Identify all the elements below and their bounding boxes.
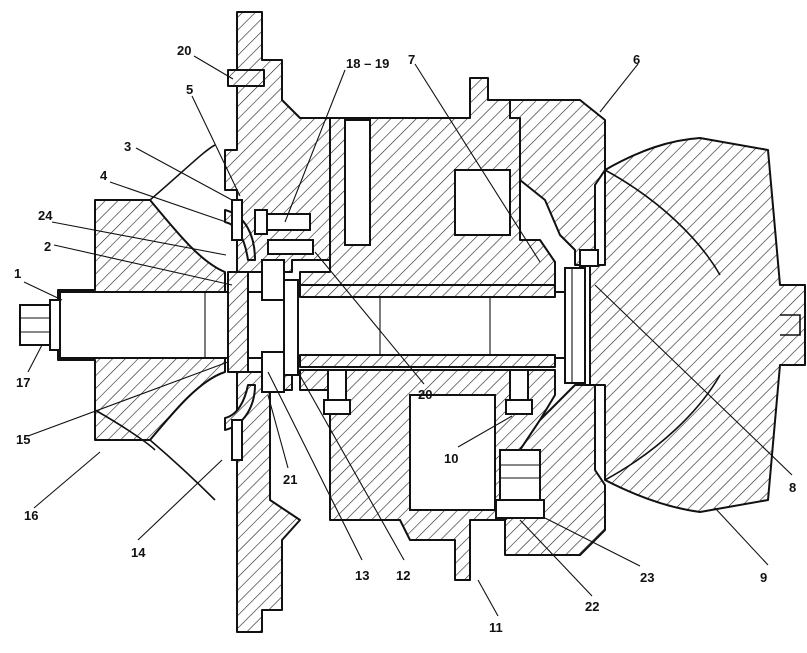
callout-13: 13 — [355, 568, 369, 583]
callout-20-top: 20 — [177, 43, 191, 58]
leader-c10 — [457, 415, 513, 448]
callout-17: 17 — [16, 375, 30, 390]
callout-4: 4 — [100, 168, 108, 183]
bearing-housing-cavity — [454, 169, 511, 236]
thrust-bearing-lower — [261, 351, 285, 393]
turbine-housing-upper — [487, 99, 606, 266]
callout-16: 16 — [24, 508, 38, 523]
leader-c16 — [33, 451, 101, 509]
thrust-bolt-head — [254, 209, 268, 235]
callout-7: 7 — [408, 52, 415, 67]
compressor-back-plate-lower — [236, 371, 301, 633]
bearing-housing-oil-gallery — [344, 119, 371, 246]
leader-c13 — [267, 371, 363, 561]
turbine-piston-ring — [564, 267, 586, 384]
leader-c20b — [314, 251, 425, 385]
leader-c9 — [714, 507, 769, 566]
leader-c6 — [599, 63, 639, 113]
leader-c4 — [109, 181, 227, 223]
shaft-nut — [19, 304, 51, 346]
leader-c2 — [53, 244, 233, 286]
leader-c22 — [519, 519, 593, 597]
journal-bearing-lower — [299, 354, 556, 368]
callout-2: 2 — [44, 239, 51, 254]
callout-24: 24 — [38, 208, 53, 223]
callout-3: 3 — [124, 139, 131, 154]
leader-c15 — [27, 361, 229, 437]
callout-9: 9 — [760, 570, 767, 585]
callout-21: 21 — [283, 472, 297, 487]
callout-23: 23 — [640, 570, 654, 585]
shaft-washer — [49, 299, 61, 351]
clamp-bolt-top — [227, 69, 265, 87]
heat-shield-clip — [579, 249, 599, 267]
compressor-blade-upper — [149, 144, 216, 201]
leader-c21 — [267, 394, 289, 469]
callout-10: 10 — [444, 451, 458, 466]
drain-plug-nut — [495, 499, 545, 519]
leader-c8 — [594, 284, 793, 476]
callout-11: 11 — [489, 620, 503, 635]
callout-5: 5 — [186, 82, 193, 97]
oil-feed-fitting — [267, 239, 314, 255]
callout-20-mid: 20 — [418, 387, 432, 402]
thrust-ring — [283, 279, 299, 376]
callout-8: 8 — [789, 480, 796, 495]
compressor-blade-lower — [149, 439, 216, 501]
turbine-blade-upper — [604, 169, 721, 276]
callout-14: 14 — [131, 545, 146, 560]
callout-labels: 1 2 3 4 5 6 7 8 9 10 11 12 13 14 15 16 1… — [14, 43, 796, 635]
callout-12: 12 — [396, 568, 410, 583]
compressor-blade-mid — [94, 409, 156, 451]
leader-c7 — [414, 63, 541, 263]
callout-22: 22 — [585, 599, 599, 614]
leader-lines — [23, 55, 793, 617]
turbine-blade-lower — [604, 374, 721, 481]
callout-6: 6 — [633, 52, 640, 67]
seal-ring-lower — [231, 419, 243, 461]
leader-c20a — [193, 55, 234, 80]
lower-bolt-left-head — [323, 399, 351, 415]
leader-c12 — [297, 371, 405, 561]
thrust-collar — [227, 271, 249, 373]
turbine-hub-nut — [780, 314, 801, 336]
lower-bolt-right-head — [505, 399, 533, 415]
callout-1: 1 — [14, 266, 21, 281]
leader-c17 — [27, 344, 43, 373]
leader-c14 — [137, 459, 223, 541]
leader-c24 — [51, 221, 227, 256]
leader-c5 — [191, 95, 241, 197]
leader-c18 — [284, 69, 346, 223]
callout-18-19: 18 – 19 — [346, 56, 389, 71]
leader-c3 — [135, 147, 233, 201]
drain-plug — [499, 449, 541, 501]
leader-c1 — [23, 281, 63, 301]
callout-15: 15 — [16, 432, 30, 447]
turbine-shaft — [59, 291, 581, 359]
turbine-wheel — [589, 137, 806, 513]
seal-ring — [231, 199, 243, 241]
journal-bearing — [299, 284, 556, 298]
leader-c23 — [544, 517, 641, 567]
thrust-bearing — [261, 259, 285, 301]
leader-c11 — [477, 579, 499, 617]
